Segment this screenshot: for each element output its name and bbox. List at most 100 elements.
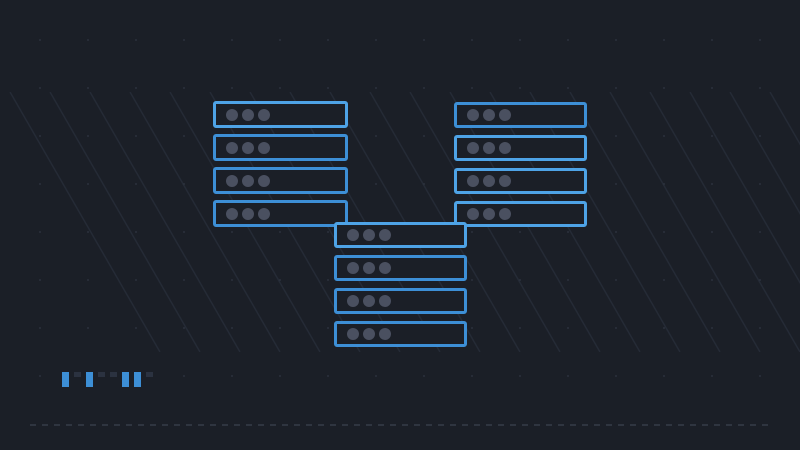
grid-dot — [231, 39, 233, 41]
grid-dot — [615, 327, 617, 329]
server-unit — [454, 135, 587, 161]
status-segment-on — [122, 372, 129, 387]
server-unit — [454, 201, 587, 227]
grid-dot — [711, 231, 713, 233]
hatch-line — [569, 91, 721, 353]
led-dot-icon — [483, 109, 495, 121]
grid-dot — [87, 231, 89, 233]
grid-dot — [279, 39, 281, 41]
grid-dot — [471, 375, 473, 377]
grid-dot — [231, 231, 233, 233]
grid-dot — [87, 183, 89, 185]
grid-dot — [87, 327, 89, 329]
led-dot-icon — [258, 207, 270, 220]
grid-dot — [471, 87, 473, 89]
grid-dot — [519, 87, 521, 89]
led-dot-icon — [347, 328, 359, 340]
led-dot-icon — [483, 142, 495, 154]
server-unit — [213, 134, 348, 161]
grid-dot — [327, 39, 329, 41]
server-unit — [213, 167, 348, 194]
server-unit — [454, 168, 587, 194]
led-dot-icon — [242, 108, 254, 121]
grid-dot — [567, 375, 569, 377]
led-dot-icon — [258, 174, 270, 187]
grid-dot — [135, 87, 137, 89]
grid-dot — [423, 183, 425, 185]
hatch-mask — [0, 352, 800, 450]
grid-dot — [567, 231, 569, 233]
grid-dot — [183, 327, 185, 329]
grid-dot — [615, 87, 617, 89]
led-dot-icon — [379, 295, 391, 307]
grid-dot — [519, 327, 521, 329]
grid-dot — [759, 87, 761, 89]
led-dot-icon — [226, 207, 238, 220]
grid-dot — [135, 39, 137, 41]
server-unit — [334, 222, 467, 248]
grid-dot — [711, 39, 713, 41]
grid-dot — [615, 183, 617, 185]
grid-dot — [471, 327, 473, 329]
led-dot-icon — [347, 262, 359, 274]
grid-dot — [39, 375, 41, 377]
grid-dot — [327, 87, 329, 89]
led-dot-icon — [226, 108, 238, 121]
led-dot-icon — [242, 141, 254, 154]
led-dot-icon — [242, 207, 254, 220]
grid-dot — [711, 279, 713, 281]
grid-dot — [183, 183, 185, 185]
grid-dot — [183, 135, 185, 137]
grid-dot — [327, 279, 329, 281]
server-unit — [454, 102, 587, 128]
grid-dot — [231, 87, 233, 89]
grid-dot — [759, 183, 761, 185]
status-segment-on — [134, 372, 141, 387]
grid-dot — [711, 375, 713, 377]
led-dot-icon — [483, 208, 495, 220]
grid-dot — [39, 183, 41, 185]
grid-dot — [375, 183, 377, 185]
grid-dot — [471, 231, 473, 233]
hatch-line — [609, 91, 761, 353]
server-unit — [213, 200, 348, 227]
led-dot-icon — [467, 109, 479, 121]
grid-dot — [615, 39, 617, 41]
status-segment-off — [74, 372, 81, 377]
grid-dot — [135, 327, 137, 329]
grid-dot — [327, 231, 329, 233]
grid-dot — [87, 135, 89, 137]
led-dot-icon — [363, 328, 375, 340]
led-dot-icon — [363, 262, 375, 274]
led-dot-icon — [499, 208, 511, 220]
grid-dot — [567, 279, 569, 281]
grid-dot — [567, 327, 569, 329]
grid-dot — [471, 39, 473, 41]
grid-dot — [663, 327, 665, 329]
grid-dot — [375, 375, 377, 377]
grid-dot — [183, 39, 185, 41]
led-dot-icon — [467, 208, 479, 220]
led-dot-icon — [363, 295, 375, 307]
led-dot-icon — [258, 141, 270, 154]
led-dot-icon — [226, 141, 238, 154]
grid-dot — [375, 87, 377, 89]
led-dot-icon — [226, 174, 238, 187]
grid-dot — [279, 327, 281, 329]
grid-dot — [759, 327, 761, 329]
status-segment-off — [98, 372, 105, 377]
led-dot-icon — [379, 262, 391, 274]
grid-dot — [231, 375, 233, 377]
grid-dot — [135, 183, 137, 185]
grid-dot — [423, 87, 425, 89]
grid-dot — [615, 375, 617, 377]
grid-dot — [327, 327, 329, 329]
grid-dot — [567, 87, 569, 89]
grid-dot — [279, 231, 281, 233]
grid-dot — [519, 39, 521, 41]
status-segment-off — [146, 372, 153, 377]
grid-dot — [375, 39, 377, 41]
grid-dot — [663, 39, 665, 41]
led-dot-icon — [467, 175, 479, 187]
server-unit — [213, 101, 348, 128]
